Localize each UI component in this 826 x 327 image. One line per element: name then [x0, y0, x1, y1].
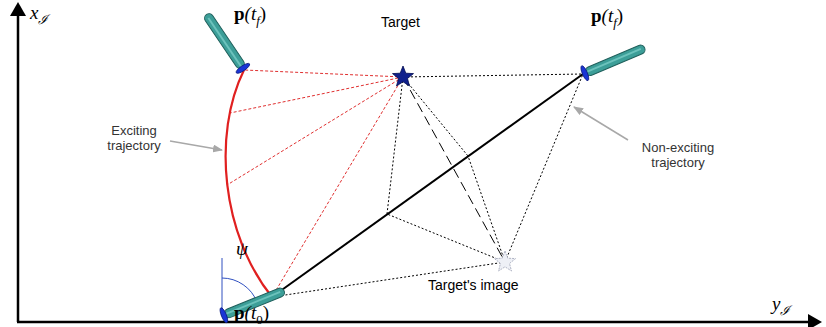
heading-reference: [222, 258, 223, 316]
axis-label: ℐ: [38, 10, 48, 28]
vehicle: [579, 40, 647, 81]
target-star: [393, 66, 414, 86]
state-label: (t: [245, 3, 257, 25]
axis-label-group: yℐ: [772, 293, 790, 315]
annotation-group: Exciting trajectory: [98, 124, 170, 154]
axis-arrow: [10, 2, 26, 16]
axis-label: y: [772, 293, 780, 315]
state-label: p: [234, 3, 245, 25]
axis-label: ℐ: [780, 301, 790, 319]
vehicle: [219, 283, 288, 323]
y-axis: [17, 321, 812, 324]
mirror-line: [403, 77, 505, 262]
image-label: Target's image: [428, 277, 519, 293]
sight-lines: [272, 74, 583, 297]
leader-arrow: [170, 141, 222, 150]
annotation: Non-exciting trajectory: [630, 141, 726, 171]
state-label: ): [617, 5, 623, 27]
target-label-group: Target: [381, 14, 420, 30]
angle-label-group: ψ: [236, 238, 248, 260]
state-label: f: [613, 15, 617, 31]
non-exciting-trajectory: [272, 74, 583, 297]
annotation-group: Non-exciting trajectory: [630, 141, 726, 171]
state-label-group: p(t0): [234, 302, 269, 324]
axis-arrow: [808, 314, 822, 327]
angle-label: ψ: [236, 238, 248, 260]
axis-label-group: xℐ: [30, 2, 48, 24]
state-label: 0: [256, 312, 263, 327]
target-label: Target: [381, 14, 420, 30]
sight-lines: [227, 70, 403, 297]
state-label: f: [256, 13, 260, 29]
image-star: [495, 251, 516, 271]
exciting-trajectory: [226, 70, 272, 297]
annotation: Exciting trajectory: [98, 124, 170, 154]
state-label: p: [591, 5, 602, 27]
state-label: ): [260, 3, 266, 25]
axis-label: x: [30, 2, 38, 24]
leader-arrow: [574, 107, 628, 140]
state-label-group: p(tf): [591, 5, 623, 27]
angle-arc: [222, 278, 257, 302]
x-axis: [17, 12, 20, 322]
state-label-group: p(tf): [234, 3, 266, 25]
state-label: p: [234, 302, 245, 324]
state-label: (t: [245, 302, 257, 324]
state-label: ): [263, 302, 269, 324]
state-label: (t: [602, 5, 614, 27]
image-label-group: Target's image: [428, 277, 519, 293]
